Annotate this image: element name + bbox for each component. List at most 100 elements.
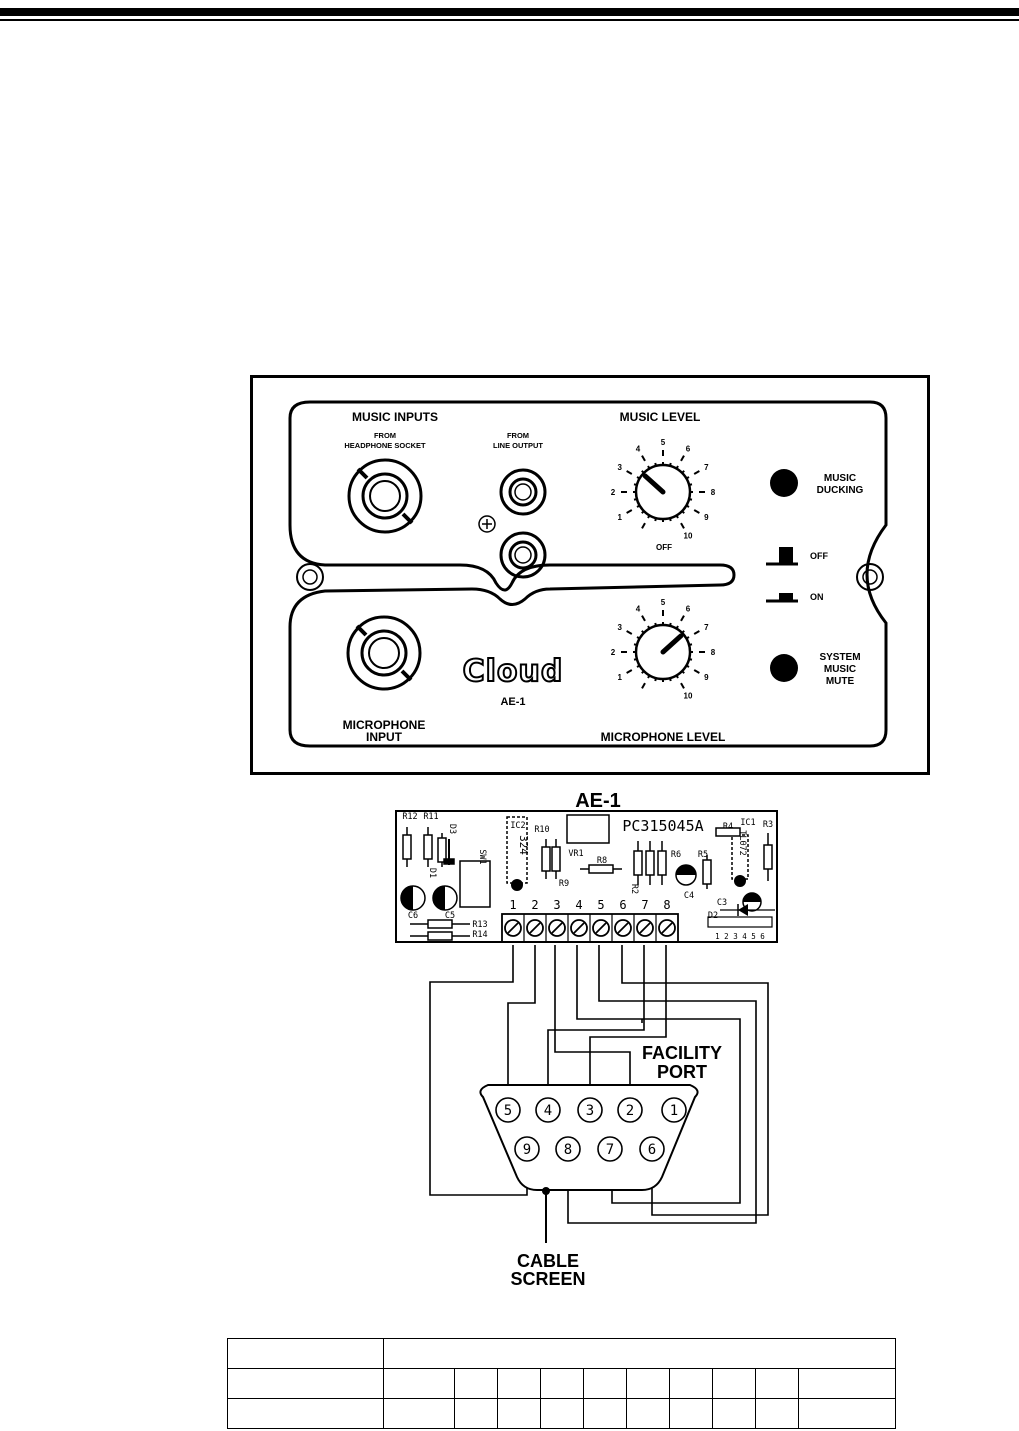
header-rule-thin bbox=[0, 19, 1019, 21]
mic-knob-scale-2: 2 bbox=[611, 648, 616, 657]
music-knob-scale-5: 5 bbox=[661, 438, 666, 447]
r5-resistor bbox=[702, 859, 712, 885]
pcb-label-sw1: SW1 bbox=[477, 849, 487, 864]
pcb-label-r2: R2 bbox=[629, 884, 639, 894]
pcb-label-d1: D1 bbox=[427, 868, 437, 878]
front-panel-drawing: MUSIC INPUTS FROM HEADPHONE SOCKET FROM … bbox=[250, 375, 930, 775]
music-ducking-button[interactable] bbox=[770, 469, 798, 497]
r10-resistor bbox=[541, 846, 551, 872]
music-knob-scale-1: 1 bbox=[617, 513, 622, 522]
terminal-number-1: 1 bbox=[509, 898, 516, 912]
line-output-right-jack-icon bbox=[499, 531, 547, 579]
ic1-pin1-dot bbox=[734, 875, 746, 887]
table-cell bbox=[798, 1368, 896, 1399]
mic-knob-scale-8: 8 bbox=[711, 648, 716, 657]
terminal-screw-6 bbox=[614, 919, 632, 937]
terminal-screw-1 bbox=[504, 919, 522, 937]
dsub-pin-4 bbox=[535, 1097, 561, 1123]
dsub-pin-2 bbox=[617, 1097, 643, 1123]
terminal-screw-8 bbox=[658, 919, 676, 937]
dsub-pin-9 bbox=[514, 1136, 540, 1162]
music-knob-scale-8: 8 bbox=[711, 488, 716, 497]
dsub-pin-label-8: 8 bbox=[564, 1142, 572, 1158]
mount-hole-left-icon bbox=[296, 563, 324, 591]
system-music-mute-button[interactable] bbox=[770, 654, 798, 682]
mic-input-label-1: MICROPHONE bbox=[343, 718, 426, 732]
terminal-number-6: 6 bbox=[619, 898, 626, 912]
table-row bbox=[227, 1398, 896, 1429]
mic-knob-scale-3: 3 bbox=[617, 623, 622, 632]
from-line-label-1: FROM bbox=[507, 431, 529, 440]
terminal-number-2: 2 bbox=[531, 898, 538, 912]
r6-resistor bbox=[657, 850, 667, 876]
r14-resistor bbox=[427, 931, 453, 941]
table-cell bbox=[227, 1338, 384, 1369]
from-line-label-2: LINE OUTPUT bbox=[493, 441, 543, 450]
pcb-label-d3: D3 bbox=[447, 824, 457, 834]
on-switch-position-icon bbox=[766, 593, 798, 603]
r12-resistor bbox=[402, 834, 412, 860]
pcb-label-d2: D2 bbox=[708, 911, 718, 921]
off-label: OFF bbox=[810, 551, 828, 561]
mic-knob-scale-7: 7 bbox=[704, 623, 709, 632]
dsub-pin-label-3: 3 bbox=[586, 1103, 594, 1119]
r13-resistor bbox=[427, 919, 453, 929]
music-knob-off-label: OFF bbox=[656, 543, 672, 552]
music-knob-scale-2: 2 bbox=[611, 488, 616, 497]
pcb-label-tl072: TL072 bbox=[737, 830, 747, 856]
table-cell bbox=[454, 1368, 498, 1399]
music-ducking-label-1: MUSIC bbox=[824, 473, 856, 484]
dsub-pin-8 bbox=[555, 1136, 581, 1162]
r2-resistor bbox=[633, 850, 643, 876]
table-cell bbox=[227, 1368, 384, 1399]
r9-resistor bbox=[551, 846, 561, 872]
table-cell bbox=[383, 1368, 455, 1399]
pcb-label-r4: R4 bbox=[723, 822, 733, 832]
table-cell bbox=[798, 1398, 896, 1429]
table-cell bbox=[383, 1398, 455, 1429]
table-cell bbox=[626, 1368, 670, 1399]
music-knob-scale-3: 3 bbox=[617, 463, 622, 472]
dsub-pin-label-1: 1 bbox=[670, 1103, 678, 1119]
terminal-screw-2 bbox=[526, 919, 544, 937]
part-number-label: PC315045A bbox=[622, 817, 703, 835]
wire-t1-pin9 bbox=[429, 945, 528, 1196]
table-cell bbox=[669, 1368, 713, 1399]
dsub-pin-label-7: 7 bbox=[606, 1142, 614, 1158]
table-cell bbox=[540, 1368, 584, 1399]
pcb-label-r6: R6 bbox=[671, 850, 681, 860]
panel-outline bbox=[250, 375, 930, 775]
off-switch-position-icon bbox=[766, 547, 798, 566]
table-cell bbox=[227, 1398, 384, 1429]
r3-resistor bbox=[763, 844, 773, 870]
wires bbox=[429, 945, 769, 1224]
pcb-label-r12: R12 bbox=[402, 812, 417, 822]
table-cell bbox=[383, 1338, 896, 1369]
mic-knob-scale-6: 6 bbox=[686, 605, 691, 614]
table-cell bbox=[626, 1398, 670, 1429]
d2-strip bbox=[707, 916, 773, 928]
mic-input-label-2: INPUT bbox=[366, 730, 403, 744]
c4-capacitor-icon bbox=[675, 864, 697, 886]
pcb-label-r3: R3 bbox=[763, 820, 773, 830]
pcb-label-c5: C5 bbox=[445, 911, 455, 921]
model-label: AE-1 bbox=[500, 696, 525, 708]
music-level-label: MUSIC LEVEL bbox=[620, 410, 701, 424]
wire-t7-pin4 bbox=[547, 945, 645, 1098]
dsub-pin-3 bbox=[577, 1097, 603, 1123]
mount-hole-right-icon bbox=[856, 563, 884, 591]
dsub-pin-label-2: 2 bbox=[626, 1103, 634, 1119]
ic2-pin1-dot bbox=[511, 879, 523, 891]
table-cell bbox=[497, 1398, 541, 1429]
pcb-label-r13: R13 bbox=[472, 920, 487, 930]
wire-t4-pin7 bbox=[576, 945, 741, 1204]
d2-pin-numbers: 1 2 3 4 5 6 bbox=[715, 932, 765, 941]
music-knob-scale-10: 10 bbox=[684, 531, 693, 540]
dsub-pin-7 bbox=[597, 1136, 623, 1162]
from-headphone-label-1: FROM bbox=[374, 431, 396, 440]
wire-t5-pin8 bbox=[567, 945, 757, 1224]
headphone-socket-icon bbox=[347, 458, 423, 534]
pcb-label-c6: C6 bbox=[408, 911, 418, 921]
